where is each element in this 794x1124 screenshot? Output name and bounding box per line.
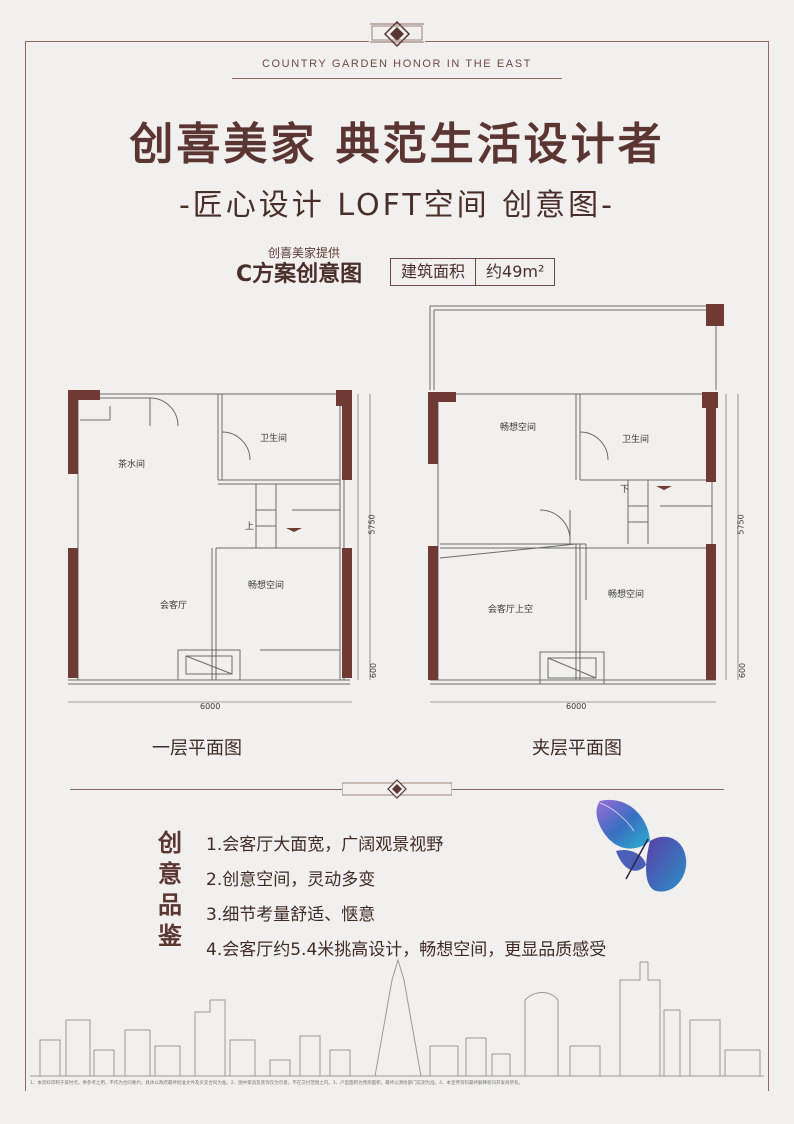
disclaimer: 1、本资料印制于某时点，供参考之用，不作为合同要约，具体以政府最终批准文件及买卖… [30,1081,523,1086]
headline: 创喜美家 典范生活设计者 [129,119,665,170]
area-box: 建筑面积 约49m² [390,258,556,286]
floor1-plan [68,390,371,703]
floor1-room-idea: 畅想空间 [248,581,285,591]
brand-underline [232,78,562,79]
floor1-room-tea: 茶水间 [118,460,146,470]
mezz-dim-balcony: 600 [738,662,748,679]
plan-provider: 创喜美家提供 [268,246,341,260]
floor1-dim-width: 6000 [200,702,221,711]
mezz-room-idea-top: 畅想空间 [500,423,537,433]
features-title-char: 创 [158,829,182,857]
mezzanine-plan [428,304,739,703]
butterfly-icon [596,799,687,892]
feature-item: 2.创意空间，灵动多变 [206,870,376,890]
frame-top-right [425,41,769,42]
mezz-stair-down: 下 [620,485,630,495]
mezz-room-bath: 卫生间 [622,435,650,445]
mezz-dim-height: 5750 [736,514,746,535]
features-list: 1.会客厅大面宽，广阔观景视野 2.创意空间，灵动多变 3.细节考量舒适、惬意 … [206,828,606,968]
frame-right [768,41,769,1091]
divider-emblem-icon [342,779,452,799]
subheadline: -匠心设计 LOFT空间 创意图- [178,188,616,223]
feature-item: 1.会客厅大面宽，广阔观景视野 [206,835,444,855]
features-title-char: 意 [158,860,182,888]
skyline-illustration [30,958,764,1077]
features-title-char: 鉴 [158,922,182,950]
floor1-dim-balcony: 600 [369,662,379,679]
mezz-caption: 夹层平面图 [532,738,622,759]
floor1-room-living: 会客厅 [160,601,188,611]
floor1-room-bath: 卫生间 [260,434,288,444]
frame-top-left [25,41,369,42]
diamond-emblem-icon [370,20,424,48]
floor1-stair-up: 上 [245,522,255,532]
frame-left [25,41,26,1091]
plan-title: C方案创意图 [236,262,363,287]
floor1-caption: 一层平面图 [152,738,242,759]
area-label: 建筑面积 [401,262,466,281]
feature-item: 4.会客厅约5.4米挑高设计，畅想空间，更显品质感受 [206,940,607,960]
mezz-room-living-above: 会客厅上空 [488,605,534,615]
features-title-char: 品 [158,891,182,919]
feature-item: 3.细节考量舒适、惬意 [206,905,376,925]
area-value: 约49m² [475,259,554,285]
features-title: 创 意 品 鉴 [152,828,188,952]
mezz-room-idea: 畅想空间 [608,590,645,600]
brand-tagline: COUNTRY GARDEN HONOR IN THE EAST [261,58,532,70]
floor1-dim-height: 5750 [367,514,377,535]
mezz-dim-width: 6000 [566,702,587,711]
